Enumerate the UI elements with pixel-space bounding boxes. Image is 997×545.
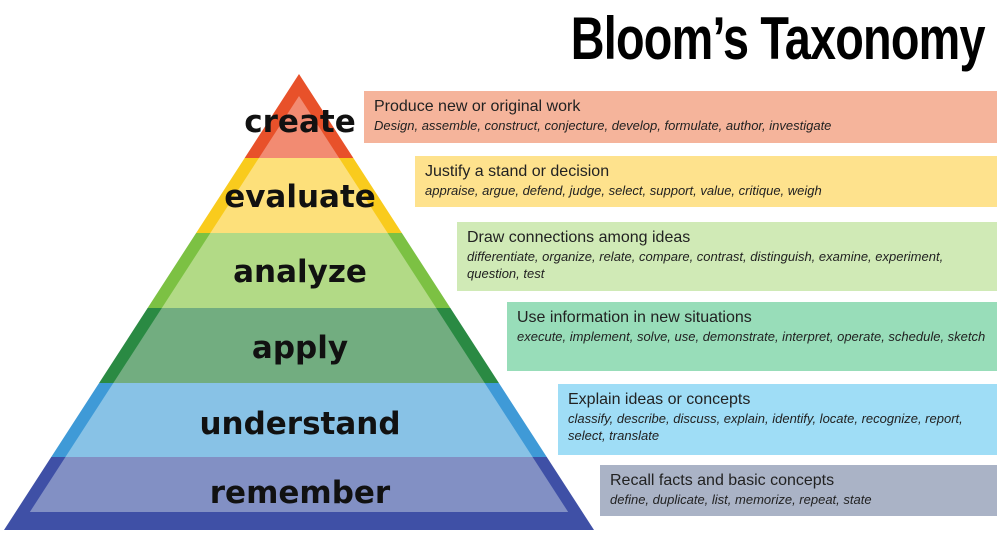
description-heading: Use information in new situations [517,309,752,326]
description-box-analyze: Draw connections among ideas differentia… [457,222,997,291]
level-label-analyze: analyze [233,254,367,290]
level-label-create: create [244,104,355,140]
description-box-apply: Use information in new situations execut… [507,302,997,371]
level-label-apply: apply [252,330,348,366]
description-box-understand: Explain ideas or concepts classify, desc… [558,384,997,455]
description-box-remember: Recall facts and basic concepts define, … [600,465,997,516]
pyramid-band-inner-analyze [161,233,437,308]
description-box-evaluate: Justify a stand or decision appraise, ar… [415,156,997,207]
description-verbs: differentiate, organize, relate, compare… [467,249,944,281]
description-verbs: execute, implement, solve, use, demonstr… [517,329,986,344]
pyramid-band-inner-create [258,96,340,158]
description-heading: Produce new or original work [374,98,581,115]
pyramid: create evaluate analyze apply understand… [4,74,594,530]
pyramid-band-inner-remember [29,457,569,512]
description-verbs: appraise, argue, defend, judge, select, … [425,183,822,198]
description-verbs: classify, describe, discuss, explain, id… [568,411,963,443]
pyramid-band-inner-evaluate [210,158,388,233]
description-heading: Draw connections among ideas [467,229,691,246]
pyramid-band-inner-understand [65,383,533,457]
description-box-create: Produce new or original work Design, ass… [364,91,997,143]
diagram-title: Bloom’s Taxonomy [571,5,986,72]
level-label-remember: remember [210,475,391,511]
level-label-evaluate: evaluate [224,179,376,215]
description-heading: Recall facts and basic concepts [610,472,835,489]
description-heading: Justify a stand or decision [425,163,610,180]
description-heading: Explain ideas or concepts [568,391,751,408]
pyramid-band-inner-apply [113,308,485,383]
level-label-understand: understand [199,406,400,442]
description-verbs: Design, assemble, construct, conjecture,… [374,118,832,133]
description-verbs: define, duplicate, list, memorize, repea… [610,492,872,507]
